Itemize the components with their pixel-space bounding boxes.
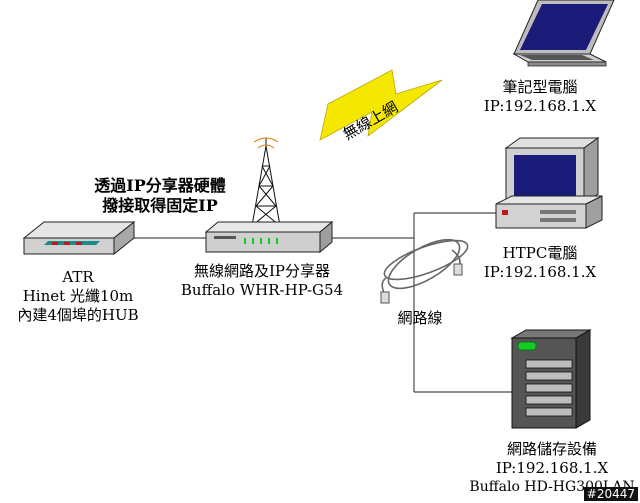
router-label: 無線網路及IP分享器 Buffalo WHR-HP-G54: [181, 262, 343, 300]
antenna-tower-icon: [251, 137, 281, 227]
network-cable-icon: [380, 238, 469, 304]
laptop-label-line-2: IP:192.168.1.X: [483, 97, 597, 115]
htpc-label-line-1: HTPC電腦: [502, 244, 578, 262]
setup-note: 透過IP分享器硬體 撥接取得固定IP: [94, 176, 226, 216]
htpc-computer: [495, 137, 603, 229]
router-label-line-2: Buffalo WHR-HP-G54: [180, 281, 344, 299]
nas-label-line-1: 網路儲存設備: [506, 440, 597, 458]
atr-label-line-3: 內建4個埠的HUB: [17, 306, 139, 324]
atr-hub-device: [22, 220, 136, 256]
wireless-lightning-icon: [319, 69, 443, 141]
nas-label-line-2: IP:192.168.1.X: [495, 459, 609, 477]
atr-label-line-1: ATR: [62, 268, 94, 286]
cable-label: 網路線: [397, 309, 443, 327]
watermark: #20447: [583, 487, 638, 501]
connection-lines: [134, 212, 512, 393]
laptop-device: [512, 0, 615, 67]
atr-label-line-2: Hinet 光纖10m: [22, 287, 134, 305]
setup-note-line-1: 透過IP分享器硬體: [94, 176, 226, 195]
laptop-label: 筆記型電腦 IP:192.168.1.X: [484, 78, 596, 116]
htpc-label: HTPC電腦 IP:192.168.1.X: [484, 244, 596, 282]
router-device: [204, 137, 334, 254]
htpc-label-line-2: IP:192.168.1.X: [483, 263, 597, 281]
router-label-line-1: 無線網路及IP分享器: [193, 262, 331, 280]
nas-storage-device: [510, 329, 592, 429]
atr-label: ATR Hinet 光纖10m 內建4個埠的HUB: [17, 268, 138, 325]
laptop-label-line-1: 筆記型電腦: [502, 78, 578, 96]
setup-note-line-2: 撥接取得固定IP: [102, 196, 218, 215]
